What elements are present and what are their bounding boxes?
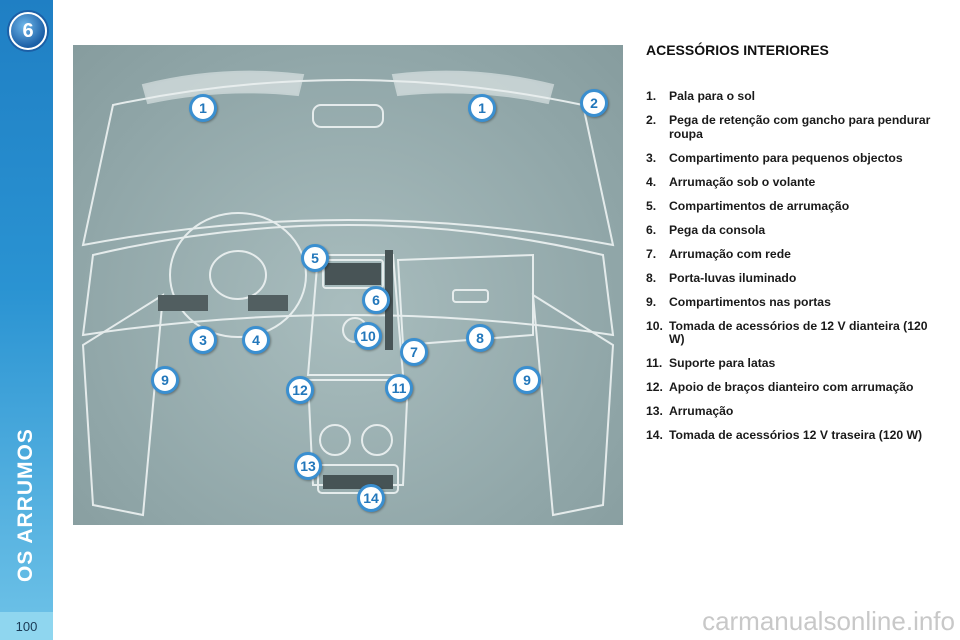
list-item: 7. Arrumação com rede bbox=[646, 246, 946, 262]
callout-11: 11 bbox=[385, 374, 413, 402]
chapter-sidebar: 6 OS ARRUMOS 100 bbox=[0, 0, 53, 640]
list-item: 10. Tomada de acessórios de 12 V dianteir… bbox=[646, 318, 946, 347]
list-item: 12. Apoio de braços dianteiro com arrumaç… bbox=[646, 380, 946, 395]
callout-13: 13 bbox=[294, 452, 322, 480]
list-item: 3. Compartimento para pequenos objectos bbox=[646, 150, 946, 166]
section-title: ACESSÓRIOS INTERIORES bbox=[646, 42, 829, 58]
accessories-list: 1. Pala para o sol 2. Pega de retenção com… bbox=[646, 89, 946, 453]
list-item: 9. Compartimentos nas portas bbox=[646, 294, 946, 310]
item-text: Suporte para latas bbox=[669, 356, 776, 370]
item-text: Pega da consola bbox=[669, 222, 766, 237]
watermark: carmanualsonline.info bbox=[702, 606, 955, 636]
item-number: 9. bbox=[646, 294, 657, 309]
list-item: 6. Pega da consola bbox=[646, 222, 946, 238]
item-number: 12. bbox=[646, 380, 663, 394]
item-text: Apoio de braços dianteiro com arrumação bbox=[669, 380, 914, 394]
item-number: 11. bbox=[646, 356, 663, 370]
item-number: 6. bbox=[646, 222, 657, 237]
chapter-title: OS ARRUMOS bbox=[14, 428, 37, 582]
callout-2: 2 bbox=[580, 89, 608, 117]
page-number: 100 bbox=[0, 612, 53, 640]
item-number: 14. bbox=[646, 428, 663, 442]
item-text: Arrumação bbox=[669, 404, 734, 418]
list-item: 11. Suporte para latas bbox=[646, 356, 946, 371]
item-number: 8. bbox=[646, 270, 657, 285]
callout-12: 12 bbox=[286, 376, 314, 404]
list-item: 8. Porta-luvas iluminado bbox=[646, 270, 946, 286]
car-interior-illustration: 1 1 2 3 4 5 6 7 8 9 9 10 11 12 13 14 bbox=[73, 45, 623, 525]
car-interior-drawing bbox=[81, 70, 615, 517]
callout-6: 6 bbox=[362, 286, 390, 314]
item-text: Tomada de acessórios 12 V traseira (120 … bbox=[669, 428, 923, 442]
callout-4: 4 bbox=[242, 326, 270, 354]
callout-7: 7 bbox=[400, 338, 428, 366]
callout-1-left: 1 bbox=[189, 94, 217, 122]
list-item: 4. Arrumação sob o volante bbox=[646, 174, 946, 190]
item-number: 7. bbox=[646, 246, 657, 261]
list-item: 13. Arrumação bbox=[646, 404, 946, 419]
list-item: 14. Tomada de acessórios 12 V traseira (1… bbox=[646, 428, 946, 443]
callout-10: 10 bbox=[354, 322, 382, 350]
item-text: Pala para o sol bbox=[669, 89, 756, 103]
callout-14: 14 bbox=[357, 484, 385, 512]
item-number: 10. bbox=[646, 318, 663, 333]
item-number: 1. bbox=[646, 89, 657, 103]
item-text: Tomada de acessórios de 12 V dianteira (… bbox=[669, 318, 928, 346]
item-number: 2. bbox=[646, 113, 657, 127]
item-text: Arrumação sob o volante bbox=[669, 174, 816, 189]
item-number: 3. bbox=[646, 150, 657, 165]
callout-3: 3 bbox=[189, 326, 217, 354]
callout-9-right: 9 bbox=[513, 366, 541, 394]
list-item: 1. Pala para o sol bbox=[646, 89, 946, 104]
callout-1-right: 1 bbox=[468, 94, 496, 122]
item-text: Compartimento para pequenos objectos bbox=[669, 150, 903, 165]
chapter-number-badge: 6 bbox=[9, 12, 47, 50]
list-item: 5. Compartimentos de arrumação bbox=[646, 198, 946, 214]
callout-5: 5 bbox=[301, 244, 329, 272]
item-text: Pega de retenção com gancho para pendura… bbox=[669, 113, 931, 141]
item-number: 5. bbox=[646, 198, 657, 213]
callout-9-left: 9 bbox=[151, 366, 179, 394]
item-number: 13. bbox=[646, 404, 663, 418]
item-text: Arrumação com rede bbox=[669, 246, 791, 261]
item-text: Porta-luvas iluminado bbox=[669, 270, 797, 285]
item-text: Compartimentos de arrumação bbox=[669, 198, 850, 213]
list-item: 2. Pega de retenção com gancho para pendu… bbox=[646, 113, 946, 141]
callout-8: 8 bbox=[466, 324, 494, 352]
item-number: 4. bbox=[646, 174, 657, 189]
item-text: Compartimentos nas portas bbox=[669, 294, 831, 309]
